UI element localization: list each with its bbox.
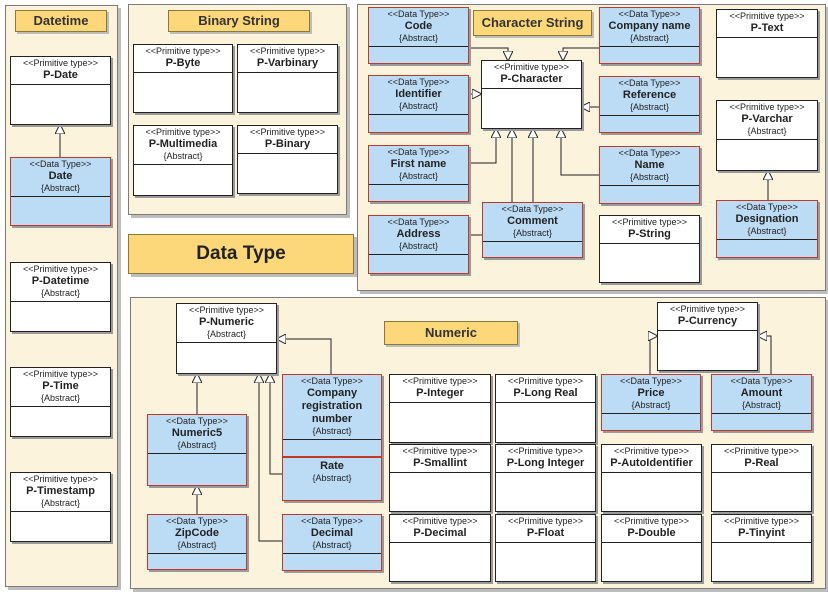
class-p-byte[interactable]: <<Primitive type>>P-Byte — [133, 44, 233, 113]
class-p-text[interactable]: <<Primitive type>>P-Text — [716, 9, 818, 78]
class-p-datetime[interactable]: <<Primitive type>>P-Datetime{Abstract} — [10, 262, 111, 332]
class-decimal[interactable]: <<Data Type>>Decimal{Abstract} — [282, 514, 382, 571]
class-code[interactable]: <<Data Type>>Code{Abstract} — [368, 7, 469, 64]
class-p-time[interactable]: <<Primitive type>>P-Time{Abstract} — [10, 367, 111, 437]
class-p-tinyint[interactable]: <<Primitive type>>P-Tinyint — [711, 514, 812, 582]
class-p-real[interactable]: <<Primitive type>>P-Real — [711, 444, 812, 512]
class-reference[interactable]: <<Data Type>>Reference{Abstract} — [599, 76, 700, 133]
class-p-timestamp[interactable]: <<Primitive type>>P-Timestamp{Abstract} — [10, 472, 111, 542]
package-title-numeric: Numeric — [384, 321, 518, 345]
class-rate[interactable]: Rate{Abstract} — [282, 457, 382, 501]
class-p-character[interactable]: <<Primitive type>>P-Character — [481, 60, 582, 129]
class-p-varchar[interactable]: <<Primitive type>>P-Varchar{Abstract} — [716, 100, 818, 171]
class-first-name[interactable]: <<Data Type>>First name{Abstract} — [368, 145, 469, 202]
class-p-long-integer[interactable]: <<Primitive type>>P-Long Integer — [495, 444, 596, 512]
class-company-name[interactable]: <<Data Type>>Company name{Abstract} — [599, 7, 700, 64]
class-p-multimedia[interactable]: <<Primitive type>>P-Multimedia{Abstract} — [133, 125, 233, 196]
class-p-smallint[interactable]: <<Primitive type>>P-Smallint — [389, 444, 491, 512]
class-address[interactable]: <<Data Type>>Address{Abstract} — [368, 215, 469, 274]
class-p-numeric[interactable]: <<Primitive type>>P-Numeric{Abstract} — [176, 303, 277, 374]
class-identifier[interactable]: <<Data Type>>Identifier{Abstract} — [368, 75, 469, 133]
class-p-date[interactable]: <<Primitive type>>P-Date — [10, 56, 111, 125]
diagram-title: Data Type — [128, 234, 354, 274]
class-amount[interactable]: <<Data Type>>Amount{Abstract} — [711, 374, 812, 431]
class-p-decimal[interactable]: <<Primitive type>>P-Decimal — [389, 514, 491, 582]
package-title-binary-string: Binary String — [168, 10, 310, 32]
class-p-string[interactable]: <<Primitive type>>P-String — [599, 215, 700, 283]
class-p-integer[interactable]: <<Primitive type>>P-Integer — [389, 374, 491, 443]
class-date[interactable]: <<Data Type>>Date{Abstract} — [10, 157, 111, 226]
class-p-currency[interactable]: <<Primitive type>>P-Currency — [657, 302, 758, 371]
class-p-long-real[interactable]: <<Primitive type>>P-Long Real — [495, 374, 596, 443]
class-p-varbinary[interactable]: <<Primitive type>>P-Varbinary — [237, 44, 338, 113]
class-p-float[interactable]: <<Primitive type>>P-Float — [495, 514, 596, 582]
class-comment[interactable]: <<Data Type>>Comment{Abstract} — [482, 202, 583, 258]
class-name[interactable]: <<Data Type>>Name{Abstract} — [599, 146, 700, 204]
class-designation[interactable]: <<Data Type>>Designation{Abstract} — [716, 200, 818, 258]
class-p-autoidentifier[interactable]: <<Primitive type>>P-AutoIdentifier — [601, 444, 702, 512]
class-numeric5[interactable]: <<Data Type>>Numeric5{Abstract} — [147, 414, 247, 486]
class-price[interactable]: <<Data Type>>Price{Abstract} — [601, 374, 701, 431]
class-company-registration-number[interactable]: <<Data Type>>Company registration number… — [282, 374, 382, 457]
package-title-datetime: Datetime — [15, 10, 107, 32]
class-zipcode[interactable]: <<Data Type>>ZipCode{Abstract} — [147, 514, 247, 570]
class-p-double[interactable]: <<Primitive type>>P-Double — [601, 514, 702, 582]
package-title-character-string: Character String — [473, 10, 592, 36]
class-p-binary[interactable]: <<Primitive type>>P-Binary — [237, 125, 338, 194]
